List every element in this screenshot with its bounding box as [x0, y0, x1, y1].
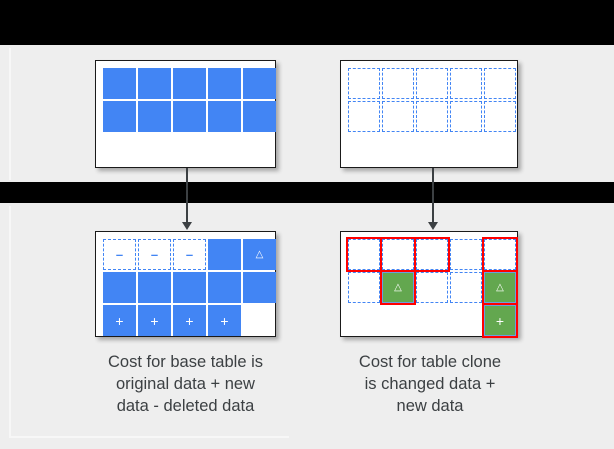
- bottom-edge-rule: [9, 436, 289, 438]
- cell-r3-c3-solid: +: [173, 305, 206, 336]
- clone-table-original-grid: [348, 68, 516, 165]
- arrow-base-table-line: [186, 168, 188, 225]
- cell-r2-c5-dashed: [484, 101, 516, 132]
- cell-r3-c4-empty: [450, 134, 482, 165]
- caption-base-line-2: original data + new: [116, 374, 255, 393]
- plus-icon: +: [185, 312, 194, 329]
- cell-r3-c4-empty: [450, 305, 482, 336]
- plus-icon: +: [495, 312, 505, 329]
- clone-table-final-grid: △ △ +: [346, 237, 518, 338]
- cell-r2-c3-solid: [173, 101, 206, 132]
- cell-r3-c5-empty: [243, 305, 276, 336]
- delta-icon: △: [394, 281, 402, 293]
- cell-r1-c3-dashed: –: [173, 239, 206, 270]
- cell-r2-c2-solid: [138, 272, 171, 303]
- cell-r2-c2-solid: [138, 101, 171, 132]
- left-edge-rule-lower: [9, 206, 11, 438]
- base-table-original-grid: [103, 68, 276, 165]
- cell-r1-c1-dashed: [346, 237, 382, 272]
- cell-r3-c5-green: +: [482, 303, 518, 338]
- left-edge-rule-upper: [9, 48, 11, 180]
- cell-r1-c5-dashed: [484, 68, 516, 99]
- cell-r1-c2-dashed: [380, 237, 416, 272]
- cell-r1-c4-solid: [208, 239, 241, 270]
- middle-black-band: [0, 182, 614, 203]
- minus-icon: –: [185, 247, 194, 262]
- cell-r2-c4-dashed: [450, 272, 482, 303]
- arrow-base-table-head-icon: [182, 222, 192, 230]
- caption-base-line-1: Cost for base table is: [108, 353, 263, 371]
- cell-r1-c4-dashed: [450, 68, 482, 99]
- delta-icon: △: [496, 281, 504, 293]
- cell-r1-c3-dashed: [414, 237, 450, 272]
- cell-r1-c4-solid: [208, 68, 241, 99]
- cell-r2-c2-dashed: [382, 101, 414, 132]
- cell-r2-c3-dashed: [416, 101, 448, 132]
- cell-r2-c1-solid: [103, 101, 136, 132]
- clone-table-final-card: △ △ +: [340, 231, 518, 338]
- cell-r3-c2-solid: +: [138, 305, 171, 336]
- cell-r2-c1-dashed: [348, 272, 380, 303]
- cell-r3-c5-empty: [243, 134, 276, 165]
- upper-section-background: [0, 45, 614, 182]
- minus-icon: –: [150, 247, 159, 262]
- cell-r3-c1-empty: [103, 134, 136, 165]
- cell-r1-c4-dashed: [450, 239, 482, 270]
- cell-r2-c1-dashed: [348, 101, 380, 132]
- cell-r3-c2-empty: [138, 134, 171, 165]
- cell-r2-c5-green: △: [482, 270, 518, 305]
- base-table-original-card: [95, 60, 276, 168]
- cell-r3-c1-solid: +: [103, 305, 136, 336]
- caption-clone-line-1: Cost for table clone: [358, 353, 502, 371]
- clone-table-original-card: [340, 60, 518, 168]
- cell-r2-c3-dashed: [416, 272, 448, 303]
- cell-r1-c2-solid: [138, 68, 171, 99]
- caption-clone-line-2: is changed data +: [364, 374, 496, 393]
- cell-r2-c3-solid: [173, 272, 206, 303]
- plus-icon: +: [150, 312, 159, 329]
- plus-icon: +: [115, 312, 124, 329]
- caption-base-line-3: data - deleted data: [116, 396, 255, 415]
- cell-r2-c2-green: △: [380, 270, 416, 305]
- cell-r3-c5-empty: [484, 134, 516, 165]
- cell-r3-c4-solid: +: [208, 305, 241, 336]
- delta-icon: △: [255, 248, 264, 260]
- cell-r2-c4-solid: [208, 272, 241, 303]
- cell-r1-c3-dashed: [416, 68, 448, 99]
- cell-r2-c5-solid: [243, 272, 276, 303]
- cell-r3-c1-empty: [348, 134, 380, 165]
- caption-clone-table: Cost for table clone is changed data + n…: [330, 352, 530, 417]
- cell-r3-c2-empty: [382, 305, 414, 336]
- plus-icon: +: [220, 312, 229, 329]
- arrow-clone-table-line: [432, 168, 434, 225]
- cell-r2-c4-dashed: [450, 101, 482, 132]
- cell-r1-c1-dashed: [348, 68, 380, 99]
- cell-r1-c5-solid: △: [243, 239, 276, 270]
- top-black-band: [0, 0, 614, 45]
- cell-r3-c4-empty: [208, 134, 241, 165]
- cell-r1-c5-solid: [243, 68, 276, 99]
- base-table-final-card: – – – △ + + + +: [95, 231, 276, 337]
- cell-r3-c3-empty: [173, 134, 206, 165]
- cell-r3-c1-empty: [348, 305, 380, 336]
- minus-icon: –: [115, 247, 124, 262]
- caption-clone-line-3: new data: [396, 396, 464, 415]
- cell-r1-c3-solid: [173, 68, 206, 99]
- cell-r2-c5-solid: [243, 101, 276, 132]
- arrow-clone-table-head-icon: [428, 222, 438, 230]
- cell-r2-c1-solid: [103, 272, 136, 303]
- base-table-final-grid: – – – △ + + + +: [103, 239, 276, 336]
- cell-r3-c3-empty: [416, 305, 448, 336]
- cell-r1-c5-dashed: [482, 237, 518, 272]
- cell-r1-c1-dashed: –: [103, 239, 136, 270]
- cell-r1-c1-solid: [103, 68, 136, 99]
- cell-r3-c3-empty: [416, 134, 448, 165]
- cell-r1-c2-dashed: [382, 68, 414, 99]
- cell-r2-c4-solid: [208, 101, 241, 132]
- caption-base-table: Cost for base table is original data + n…: [78, 352, 293, 417]
- cell-r1-c2-dashed: –: [138, 239, 171, 270]
- cell-r3-c2-empty: [382, 134, 414, 165]
